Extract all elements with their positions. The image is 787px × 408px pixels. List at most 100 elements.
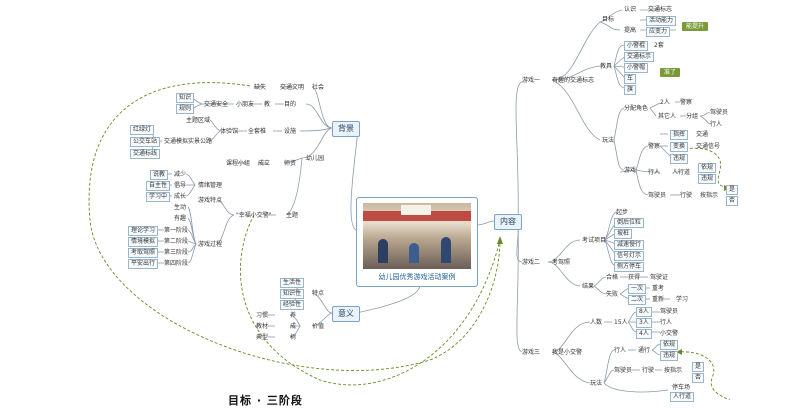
node-play[interactable]: 游戏 [624, 167, 637, 174]
node-violation[interactable]: 违规 [698, 174, 717, 184]
node-pass-road[interactable]: 通行 [638, 347, 651, 354]
node-game2[interactable]: 游戏二 [522, 259, 541, 266]
node-happy-traffic[interactable]: "幸福小交警" [236, 212, 272, 219]
node-traffic-police[interactable]: 小交警 [660, 330, 679, 337]
node-social[interactable]: 社会 [312, 84, 325, 91]
step-label-1[interactable]: 理论学习 [128, 226, 159, 236]
node-fail[interactable]: 失败 [606, 291, 619, 298]
node-command[interactable]: 指挥 [670, 130, 689, 140]
node-game2-name[interactable]: 考驾照 [552, 259, 571, 266]
node-purpose[interactable]: 目的 [284, 101, 297, 108]
node-full-ring[interactable]: 全套椎 [248, 128, 267, 135]
node-pedestrian[interactable]: 行人 [710, 121, 723, 128]
node-interesting[interactable]: 有趣 [174, 215, 187, 222]
node-process[interactable]: 游戏过程 [198, 241, 223, 248]
node-two-people[interactable]: 2人 [660, 99, 670, 106]
node-car[interactable]: 车 [624, 74, 637, 84]
node-slope[interactable]: 坡桩 [614, 229, 633, 239]
node-again[interactable]: 重新 [652, 296, 665, 303]
node-material[interactable]: 教材 [256, 323, 269, 330]
node-enhance[interactable]: 倡导 [174, 182, 187, 189]
node-police[interactable]: 警察 [680, 99, 693, 106]
node-divide[interactable]: 分组 [686, 113, 699, 120]
node-children[interactable]: 小朋友 [236, 101, 255, 108]
node-experience[interactable]: 体验馆 [220, 128, 239, 135]
node-group[interactable]: 课程小组 [226, 160, 251, 167]
node-game3[interactable]: 游戏三 [522, 349, 541, 356]
node-method[interactable]: 玩法 [602, 137, 615, 144]
step-label-2[interactable]: 情境模拟 [128, 237, 159, 247]
node-change[interactable]: 变换 [670, 142, 689, 152]
node-game3-name[interactable]: 我是小交警 [552, 349, 583, 356]
node-improve[interactable]: 提高 [624, 27, 637, 34]
node-result[interactable]: 结果 [582, 283, 595, 290]
node-driver[interactable]: 驾驶员 [710, 109, 729, 116]
node-goal[interactable]: 目标 [602, 16, 615, 23]
node-parking[interactable]: 停车场 [672, 384, 691, 391]
node-exam-items[interactable]: 考试项目 [582, 237, 607, 244]
node-twice[interactable]: 二次 [628, 295, 647, 305]
node-obey[interactable]: 依规 [698, 163, 717, 173]
node-violate[interactable]: 违规 [670, 154, 689, 164]
node-establish[interactable]: 成立 [258, 160, 271, 167]
node-vivid[interactable]: 生动 [174, 204, 187, 211]
node-teaching-tools[interactable]: 教具 [600, 63, 613, 70]
node-assign[interactable]: 分配角色 [624, 105, 649, 112]
node-signal[interactable]: 交通信号 [696, 143, 721, 150]
step-stage-1[interactable]: 第一阶段 [164, 227, 189, 234]
node-no[interactable]: 否 [726, 196, 739, 206]
node-knowledge[interactable]: 知识 [176, 93, 195, 103]
node-walk-road[interactable]: 人行道 [672, 169, 691, 176]
node-response[interactable]: 应变力 [646, 27, 671, 37]
node-flag[interactable]: 旗 [624, 85, 637, 95]
node-value[interactable]: 价值 [312, 323, 325, 330]
node-tree[interactable]: 树 [290, 334, 297, 341]
node-is[interactable]: 是 [692, 362, 705, 372]
node-grow[interactable]: 成长 [174, 193, 187, 200]
node-form[interactable]: 成 [290, 323, 297, 330]
node-two-sets[interactable]: 2套 [654, 42, 664, 49]
step-label-3[interactable]: 考取驾照 [128, 248, 159, 258]
node-hire[interactable]: 师资 [284, 160, 297, 167]
node-walker3[interactable]: 行人 [614, 347, 627, 354]
node-experience-m[interactable]: 经验性 [280, 300, 305, 310]
node-side-park[interactable]: 侧方停车 [614, 262, 645, 272]
node-drive[interactable]: 行驶 [680, 192, 693, 199]
node-retake[interactable]: 重考 [652, 285, 665, 292]
node-sidewalk[interactable]: 人行道 [670, 392, 695, 402]
step-stage-3[interactable]: 第三阶段 [164, 249, 189, 256]
node-life[interactable]: 生活性 [280, 278, 305, 288]
node-eight[interactable]: 8人 [636, 307, 652, 317]
node-police-role[interactable]: 警察 [648, 143, 661, 150]
node-setup[interactable]: 设施 [284, 128, 297, 135]
node-three[interactable]: 3人 [636, 318, 652, 328]
node-game1-name[interactable]: 有趣的交通标志 [552, 77, 595, 84]
node-fifteen[interactable]: 15人 [614, 319, 628, 326]
node-walker[interactable]: 行人 [648, 169, 661, 176]
node-four[interactable]: 4人 [636, 329, 652, 339]
node-theme[interactable]: 主题 [286, 212, 299, 219]
node-bus-stop[interactable]: 公交车站 [130, 137, 161, 147]
node-by-sign[interactable]: 按指示 [700, 192, 719, 199]
step-stage-2[interactable]: 第二阶段 [164, 238, 189, 245]
node-lack[interactable]: 缺失 [254, 84, 267, 91]
node-driver4[interactable]: 驾驶员 [614, 367, 633, 374]
node-reduce[interactable]: 减少 [174, 171, 187, 178]
node-traits[interactable]: 特点 [312, 290, 325, 297]
node-recognize[interactable]: 认识 [624, 6, 637, 13]
node-nurture[interactable]: 养 [290, 312, 297, 319]
node-rules[interactable]: 规则 [176, 104, 195, 114]
node-autonomy[interactable]: 自主性 [146, 181, 171, 191]
step-stage-4[interactable]: 第四阶段 [164, 260, 189, 267]
topic-meaning[interactable]: 意义 [332, 306, 360, 322]
node-break[interactable]: 违规 [660, 351, 679, 361]
node-drive2[interactable]: 行驶 [642, 367, 655, 374]
node-small-hat[interactable]: 小警帽 [624, 63, 649, 73]
node-deceleration[interactable]: 减速慢行 [614, 240, 645, 250]
node-others[interactable]: 其它人 [658, 113, 677, 120]
node-signal-light[interactable]: 信号灯示 [614, 251, 645, 261]
node-license[interactable]: 驾驶证 [650, 274, 669, 281]
node-light[interactable]: 红绿灯 [130, 125, 155, 135]
topic-content[interactable]: 内容 [494, 214, 522, 230]
node-start[interactable]: 起步 [616, 209, 629, 216]
